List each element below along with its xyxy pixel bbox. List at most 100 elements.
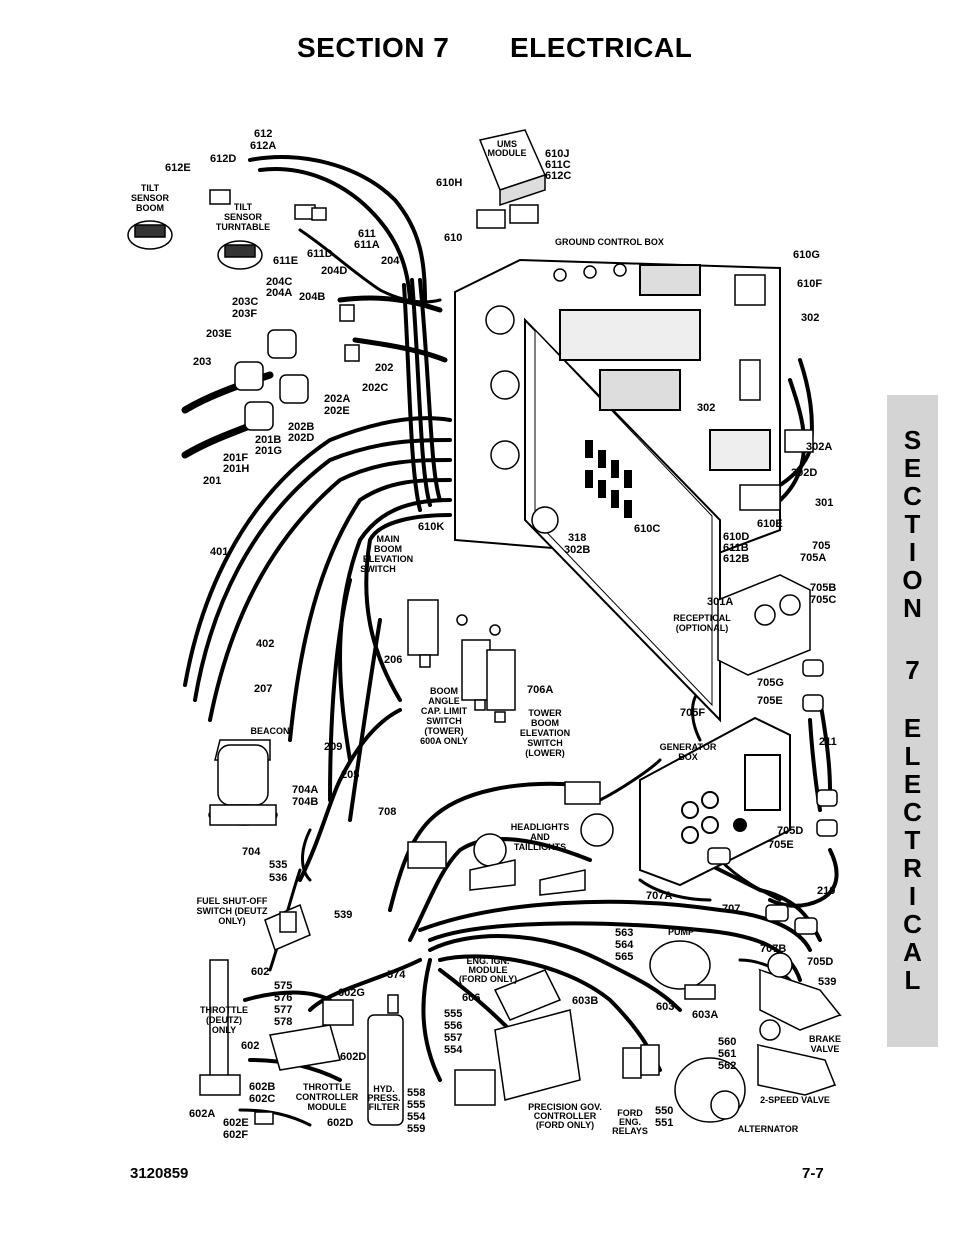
callout: 574 — [387, 969, 406, 981]
eng-ign-module-label: (FORD ONLY) — [459, 974, 517, 984]
generator-box-label: BOX — [678, 752, 698, 762]
headlights-label: AND — [530, 832, 550, 842]
tower-boom-switch-label: SWITCH — [527, 738, 563, 748]
callout: 550 — [655, 1105, 673, 1117]
callout: 602A — [189, 1108, 215, 1120]
fuel-shutoff-label: ONLY) — [218, 916, 245, 926]
tilt-sensor-boom-label: TILT — [141, 183, 160, 193]
callout: 204B — [299, 291, 325, 303]
boom-angle-switch-label: SWITCH — [426, 716, 462, 726]
throttle-controller-label: THROTTLE — [303, 1082, 351, 1092]
side-tab-letter: L — [904, 741, 921, 771]
page-number: 7-7 — [802, 1165, 824, 1182]
callout: 201H — [223, 463, 249, 475]
callout: 555 — [407, 1099, 425, 1111]
side-tab-letter: E — [903, 713, 922, 743]
callout: 705E — [768, 839, 794, 851]
callout: 707B — [760, 943, 786, 955]
side-tab-letter: T — [904, 509, 921, 539]
tilt-sensor-boom-label: SENSOR — [131, 193, 170, 203]
main-boom-switch-label: MAIN — [377, 534, 400, 544]
tilt-sensor-turntable-label: TILT — [234, 202, 253, 212]
callout: 610D — [723, 531, 749, 543]
generator-box-label: GENERATOR — [660, 742, 717, 752]
callout: 611E — [273, 255, 298, 267]
tower-boom-switch-label: ELEVATION — [520, 728, 570, 738]
callout: 705B — [810, 582, 836, 594]
hyd-filter-label: FILTER — [369, 1102, 400, 1112]
callout: 578 — [274, 1016, 292, 1028]
callout: 611B — [723, 542, 749, 554]
callout: 402 — [256, 638, 274, 650]
callout: 203F — [232, 308, 257, 320]
section-heading: SECTION 7 — [297, 32, 450, 63]
callout: 612A — [250, 140, 276, 152]
callout: 559 — [407, 1123, 425, 1135]
callout: 302B — [564, 544, 590, 556]
callout: 612C — [545, 170, 571, 182]
callout: 536 — [269, 872, 287, 884]
side-tab-letter: E — [903, 453, 922, 483]
brake-valve-label: VALVE — [811, 1044, 840, 1054]
ford-relays-label: FORD — [617, 1108, 643, 1118]
eng-ign-module-label: MODULE — [469, 965, 508, 975]
callout: 564 — [615, 939, 634, 951]
callout: 561 — [718, 1048, 736, 1060]
callout: 202 — [375, 362, 393, 374]
callout: 539 — [334, 909, 352, 921]
side-tab-letter: O — [902, 565, 923, 595]
side-tab-letter: S — [903, 425, 922, 455]
throttle-label: ONLY — [212, 1025, 236, 1035]
callout: 705D — [807, 956, 833, 968]
boom-angle-switch-label: BOOM — [430, 686, 458, 696]
main-boom-switch-label: ELEVATION — [363, 554, 413, 564]
hyd-filter-label: HYD. — [373, 1084, 395, 1094]
side-tab-letter: C — [903, 797, 922, 827]
precision-gov-label: CONTROLLER — [534, 1111, 597, 1121]
callout: 558 — [407, 1087, 425, 1099]
side-tab-letter: I — [908, 881, 917, 911]
side-tab-letter: A — [903, 937, 922, 967]
callout: 602E — [223, 1117, 249, 1129]
throttle-controller-label: MODULE — [308, 1102, 347, 1112]
callout: 610C — [634, 523, 660, 535]
callout: 611A — [354, 239, 380, 251]
tilt-sensor-turntable-label: TURNTABLE — [216, 222, 270, 232]
callout: 610G — [793, 249, 820, 261]
callout: 201 — [203, 475, 221, 487]
callout: 203E — [206, 328, 232, 340]
callout: 201F — [223, 452, 248, 464]
callout: 705G — [757, 677, 784, 689]
alternator-label: ALTERNATOR — [738, 1124, 799, 1134]
ford-relays-label: RELAYS — [612, 1126, 648, 1136]
callout: 202D — [288, 432, 314, 444]
ground-control-box-label: GROUND CONTROL BOX — [555, 237, 664, 247]
callout: 603 — [656, 1001, 674, 1013]
boom-angle-switch-label: 600A ONLY — [420, 736, 468, 746]
beacon-label: BEACON — [250, 726, 289, 736]
callout: 203C — [232, 296, 258, 308]
callout: 612B — [723, 553, 749, 565]
callout: 563 — [615, 927, 633, 939]
tilt-sensor-turntable-label: SENSOR — [224, 212, 263, 222]
callout: 202E — [324, 405, 350, 417]
callout: 204C — [266, 276, 292, 288]
callout: 302 — [697, 402, 715, 414]
ums-module-label: UMS — [497, 139, 517, 149]
callout: 539 — [818, 976, 836, 988]
receptical-label: RECEPTICAL — [673, 613, 731, 623]
callout: 401 — [210, 546, 228, 558]
callout: 612D — [210, 153, 236, 165]
side-tab-letter: N — [903, 593, 922, 623]
callout: 610F — [797, 278, 822, 290]
callout: 612E — [165, 162, 191, 174]
callout: 555 — [444, 1008, 462, 1020]
callout: 560 — [718, 1036, 736, 1048]
callout: 206 — [384, 654, 402, 666]
receptical-label: (OPTIONAL) — [676, 623, 729, 633]
callout: 535 — [269, 859, 287, 871]
callout: 704A — [292, 784, 318, 796]
callout: 706A — [527, 684, 553, 696]
callout: 201B — [255, 434, 281, 446]
ums-module-label: MODULE — [488, 148, 527, 158]
